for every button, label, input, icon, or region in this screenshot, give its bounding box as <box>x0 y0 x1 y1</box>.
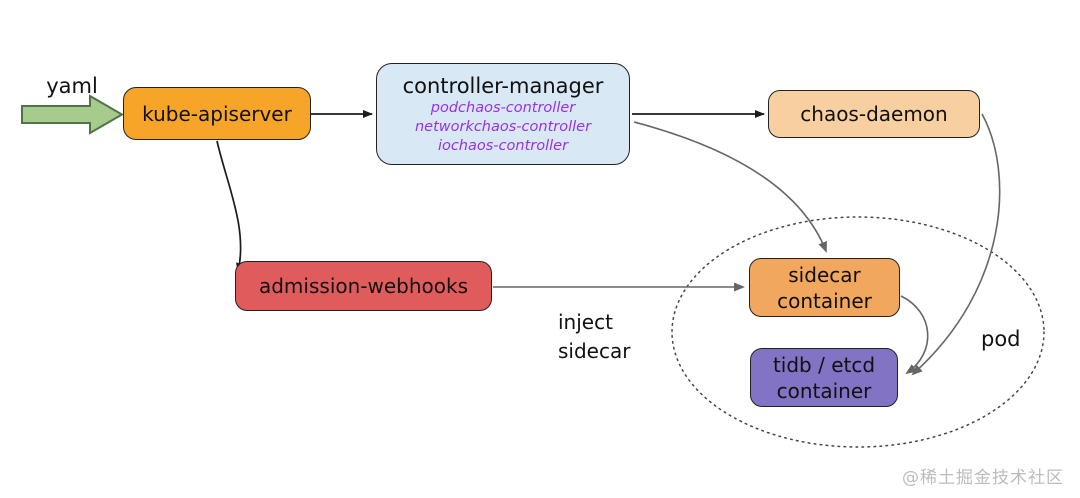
edge-sidecar-to-tidb <box>900 295 929 375</box>
inject-sidecar-edge-label: inject sidecar <box>558 308 630 366</box>
node-admission-webhooks-label: admission-webhooks <box>258 274 469 298</box>
node-sidecar-container-line2: container <box>777 288 872 313</box>
yaml-input-arrow <box>21 94 124 135</box>
node-tidb-etcd-container-line1: tidb / etcd <box>772 352 876 377</box>
controller-item-networkchaos: networkchaos-controller <box>414 118 592 135</box>
inject-sidecar-edge-label-line1: inject <box>558 310 613 334</box>
node-controller-manager-title: controller-manager <box>402 73 604 98</box>
edge-controller-to-sidecar <box>633 121 827 253</box>
node-controller-manager: controller-manager podchaos-controller n… <box>376 63 630 165</box>
node-sidecar-container: sidecar container <box>749 258 900 317</box>
node-admission-webhooks: admission-webhooks <box>235 261 492 311</box>
node-kube-apiserver-label: kube-apiserver <box>142 101 292 126</box>
controller-item-iochaos: iochaos-controller <box>437 137 569 154</box>
pod-group-label: pod <box>981 327 1021 351</box>
node-chaos-daemon: chaos-daemon <box>768 90 980 138</box>
yaml-label: yaml <box>46 74 98 98</box>
edge-kube-to-admission <box>216 140 244 273</box>
node-tidb-etcd-container: tidb / etcd container <box>750 348 898 407</box>
inject-sidecar-edge-label-line2: sidecar <box>558 339 631 363</box>
node-tidb-etcd-container-line2: container <box>776 378 872 403</box>
watermark-text: @稀土掘金技术社区 <box>902 468 1064 488</box>
node-chaos-daemon-label: chaos-daemon <box>800 102 948 126</box>
controller-item-podchaos: podchaos-controller <box>430 99 576 116</box>
node-kube-apiserver: kube-apiserver <box>123 87 311 140</box>
node-sidecar-container-line1: sidecar <box>788 262 861 287</box>
